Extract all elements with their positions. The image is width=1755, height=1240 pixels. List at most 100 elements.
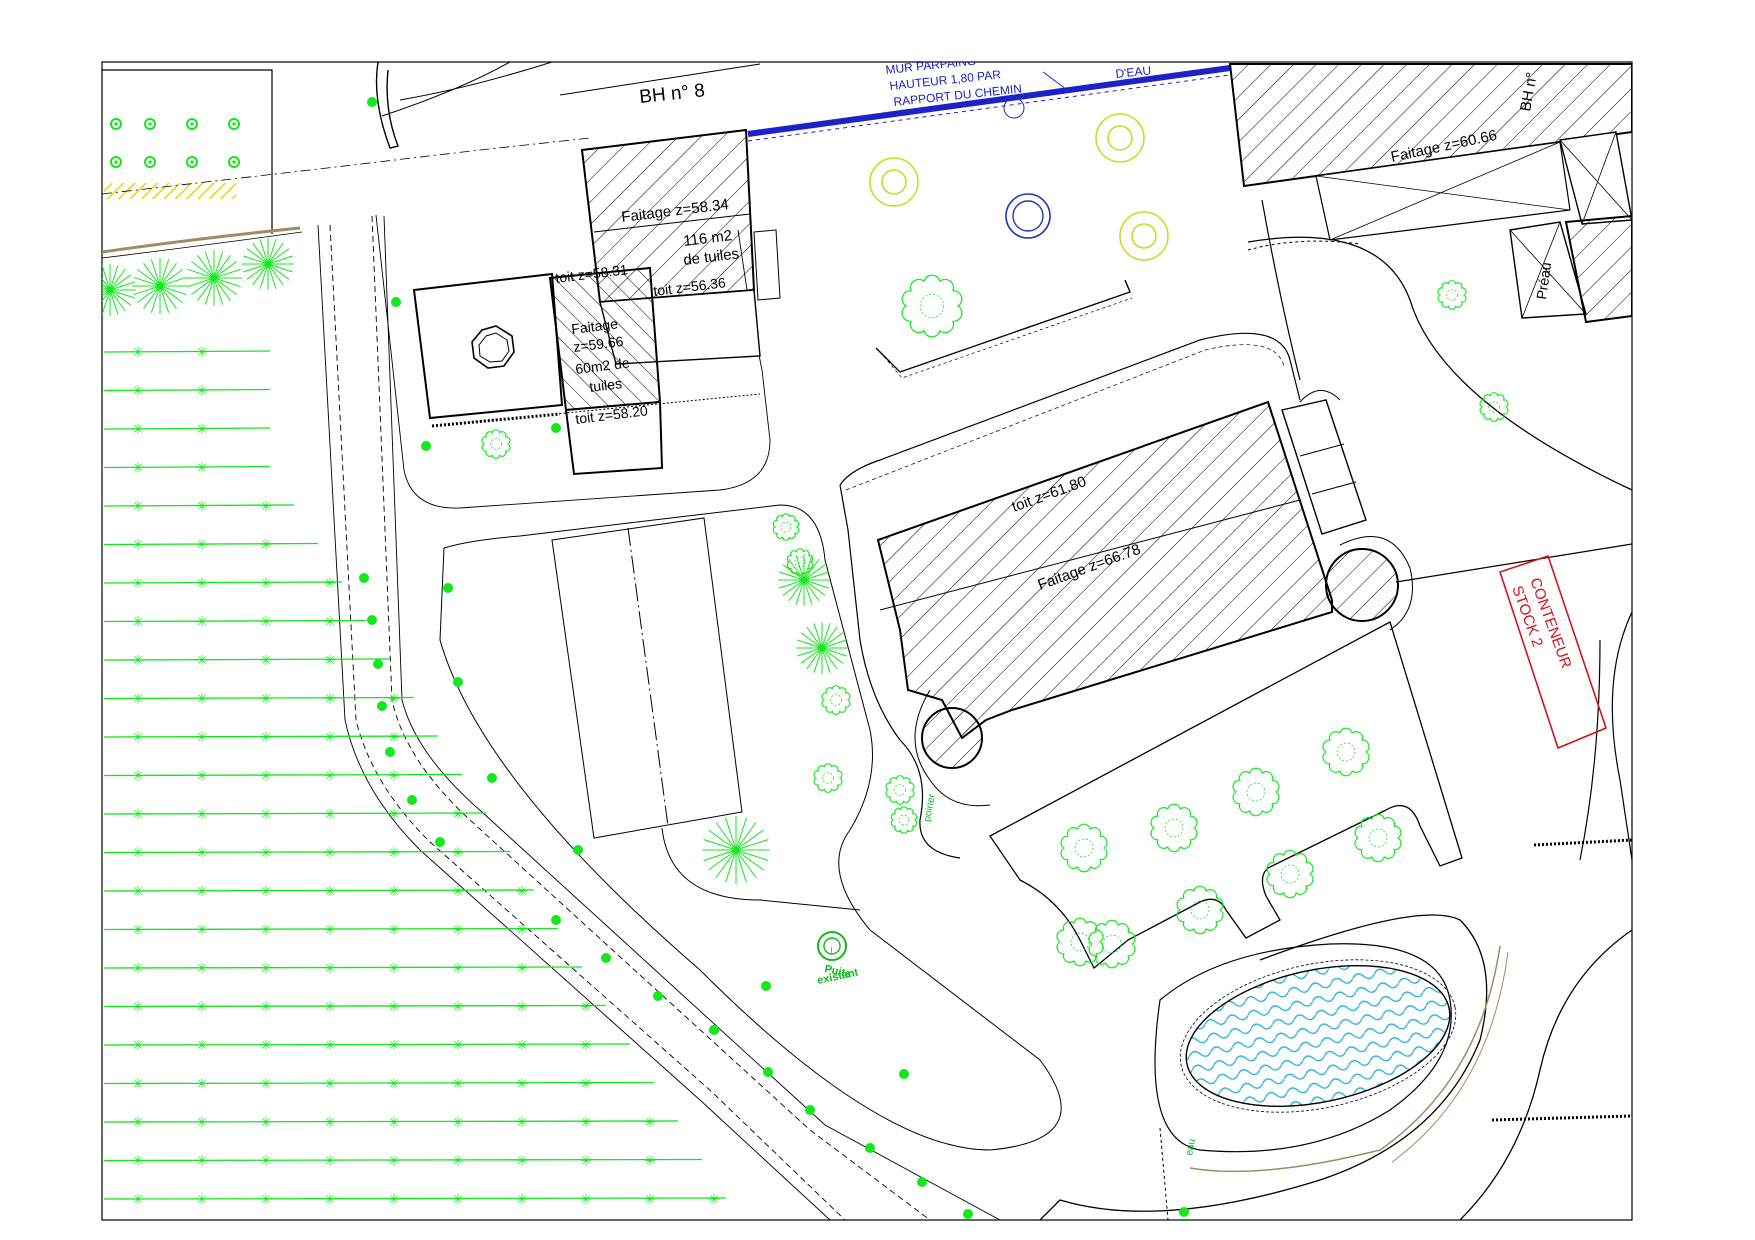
lawn-area (989, 621, 1463, 970)
hedge-dot (963, 1209, 973, 1219)
hedge-dot (373, 659, 383, 669)
vine-stock-icon: ✳ (708, 1191, 720, 1207)
hedge-dot (367, 97, 377, 107)
vine-row (103, 1120, 679, 1123)
vine-stock-icon: ✳ (132, 344, 144, 360)
vine-stock-icon: ✳ (260, 845, 272, 861)
label-poirier: poirier (922, 793, 938, 823)
hedge-dot (359, 573, 369, 583)
vine-stock-icon: ✳ (388, 768, 400, 784)
road-left-edge (317, 224, 831, 1220)
vine-stock-icon: ✳ (132, 999, 144, 1015)
vine-stock-icon: ✳ (132, 1037, 144, 1053)
vine-stock-icon: ✳ (388, 883, 400, 899)
tree-icon (1266, 849, 1314, 899)
label-bh-right: BH n° (1517, 71, 1541, 113)
tree-icon (1232, 767, 1280, 817)
vine-stock-icon: ✳ (388, 960, 400, 976)
vine-stock-icon: ✳ (516, 1114, 528, 1130)
vine-row (103, 1158, 703, 1162)
palm-icon (778, 554, 830, 606)
vine-stock-icon: ✳ (324, 1153, 336, 1169)
driveway-inner (1261, 199, 1301, 381)
vine-stock-icon: ✳ (196, 845, 208, 861)
vine-stock-icon: ✳ (516, 1230, 528, 1240)
vine-stock-icon: ✳ (132, 652, 144, 668)
vine-stock-icon: ✳ (388, 999, 400, 1015)
hedge-dot (709, 1025, 719, 1035)
vine-row (103, 427, 271, 430)
vine-stock-icon: ✳ (196, 729, 208, 745)
vine-stock-icon: ✳ (132, 691, 144, 707)
vine-stock-icon: ✳ (260, 1191, 272, 1207)
tree-icon (1354, 813, 1402, 863)
vine-row (103, 889, 535, 892)
road-right-edge (383, 215, 1001, 1220)
tree-icon (1322, 727, 1370, 777)
vine-stock-icon: ✳ (132, 729, 144, 745)
hedge-dot (407, 795, 417, 805)
tank-edge (1159, 1127, 1169, 1220)
vine-row (103, 1197, 727, 1200)
orchard-dot (186, 118, 198, 130)
vine-stock-icon: ✳ (388, 1191, 400, 1207)
hedge-dot (573, 845, 583, 855)
hedge-dot (761, 981, 771, 991)
vine-stock-icon: ✳ (260, 1153, 272, 1169)
vine-stock-icon: ✳ (388, 1037, 400, 1053)
parcel-buildings (375, 214, 771, 509)
palm-icon (796, 622, 848, 674)
vine-stock-icon: ✳ (580, 1076, 592, 1092)
vine-stock-icon: ✳ (260, 1076, 272, 1092)
label-preau: Préau (1533, 261, 1554, 300)
parking-area (551, 517, 743, 839)
pond (1154, 943, 1457, 1153)
vine-stock-icon: ✳ (196, 960, 208, 976)
arc-structure-3 (399, 62, 553, 101)
label-tiles-60-b: tuiles (588, 375, 622, 395)
vine-stock-icon: ✳ (196, 498, 208, 514)
vine-stock-icon: ✳ (388, 1076, 400, 1092)
fence-top (875, 279, 1131, 373)
label-bh8: BH n° 8 (638, 80, 706, 108)
hedge-dot (1179, 1207, 1189, 1217)
vine-stock-icon: ✳ (132, 1230, 144, 1240)
vine-row (103, 1043, 631, 1046)
vine-stock-icon: ✳ (644, 1191, 656, 1207)
palm-icon (102, 238, 848, 884)
hedge-dot (367, 615, 377, 625)
vine-row (103, 542, 319, 546)
well-circle-inner (1012, 200, 1044, 232)
vineyard-rows: ✳ ✳ ✳ ✳ ✳ ✳ ✳ ✳ ✳ ✳ ✳ ✳ ✳ ✳ ✳ ✳ ✳ ✳ ✳ ✳ ✳ ✳ ✳ ✳ ✳ ✳ ✳ ✳ ✳ ✳ ✳ ✳ ✳ ✳ ✳ ✳ ✳ ✳ ✳ ✳… (103, 344, 727, 1240)
plan-frame (101, 61, 1633, 1221)
garden-boundary (439, 504, 1062, 1151)
driveway-outer (1247, 236, 1632, 491)
vine-stock-icon: ✳ (580, 1153, 592, 1169)
road-lower-right (1039, 914, 1488, 1220)
vine-stock-icon: ✳ (452, 845, 464, 861)
vine-stock-icon: ✳ (388, 1153, 400, 1169)
vine-stock-icon: ✳ (132, 575, 144, 591)
vine-stock-icon: ✳ (324, 883, 336, 899)
vine-stock-icon: ✳ (260, 1037, 272, 1053)
vine-stock-icon: ✳ (132, 960, 144, 976)
vine-stock-icon: ✳ (196, 691, 208, 707)
building-octagon (412, 272, 564, 420)
hedge-dots (359, 97, 1189, 1219)
vine-stock-icon: ✳ (260, 691, 272, 707)
vine-stock-icon: ✳ (580, 1230, 592, 1240)
hedge-dot (487, 773, 497, 783)
vine-stock-icon: ✳ (260, 537, 272, 553)
vine-row (103, 581, 343, 584)
vine-stock-icon: ✳ (260, 806, 272, 822)
hedge-dot (899, 1069, 909, 1079)
parcel-top-left (102, 69, 273, 234)
curb-top-left (102, 226, 301, 254)
vine-stock-icon: ✳ (644, 1114, 656, 1130)
tree-icon (481, 274, 1509, 969)
vine-stock-icon: ✳ (196, 806, 208, 822)
vine-stock-icon: ✳ (324, 1076, 336, 1092)
vine-stock-icon: ✳ (324, 729, 336, 745)
road-lower-right-2 (1459, 929, 1632, 1220)
vine-stock-icon: ✳ (324, 845, 336, 861)
